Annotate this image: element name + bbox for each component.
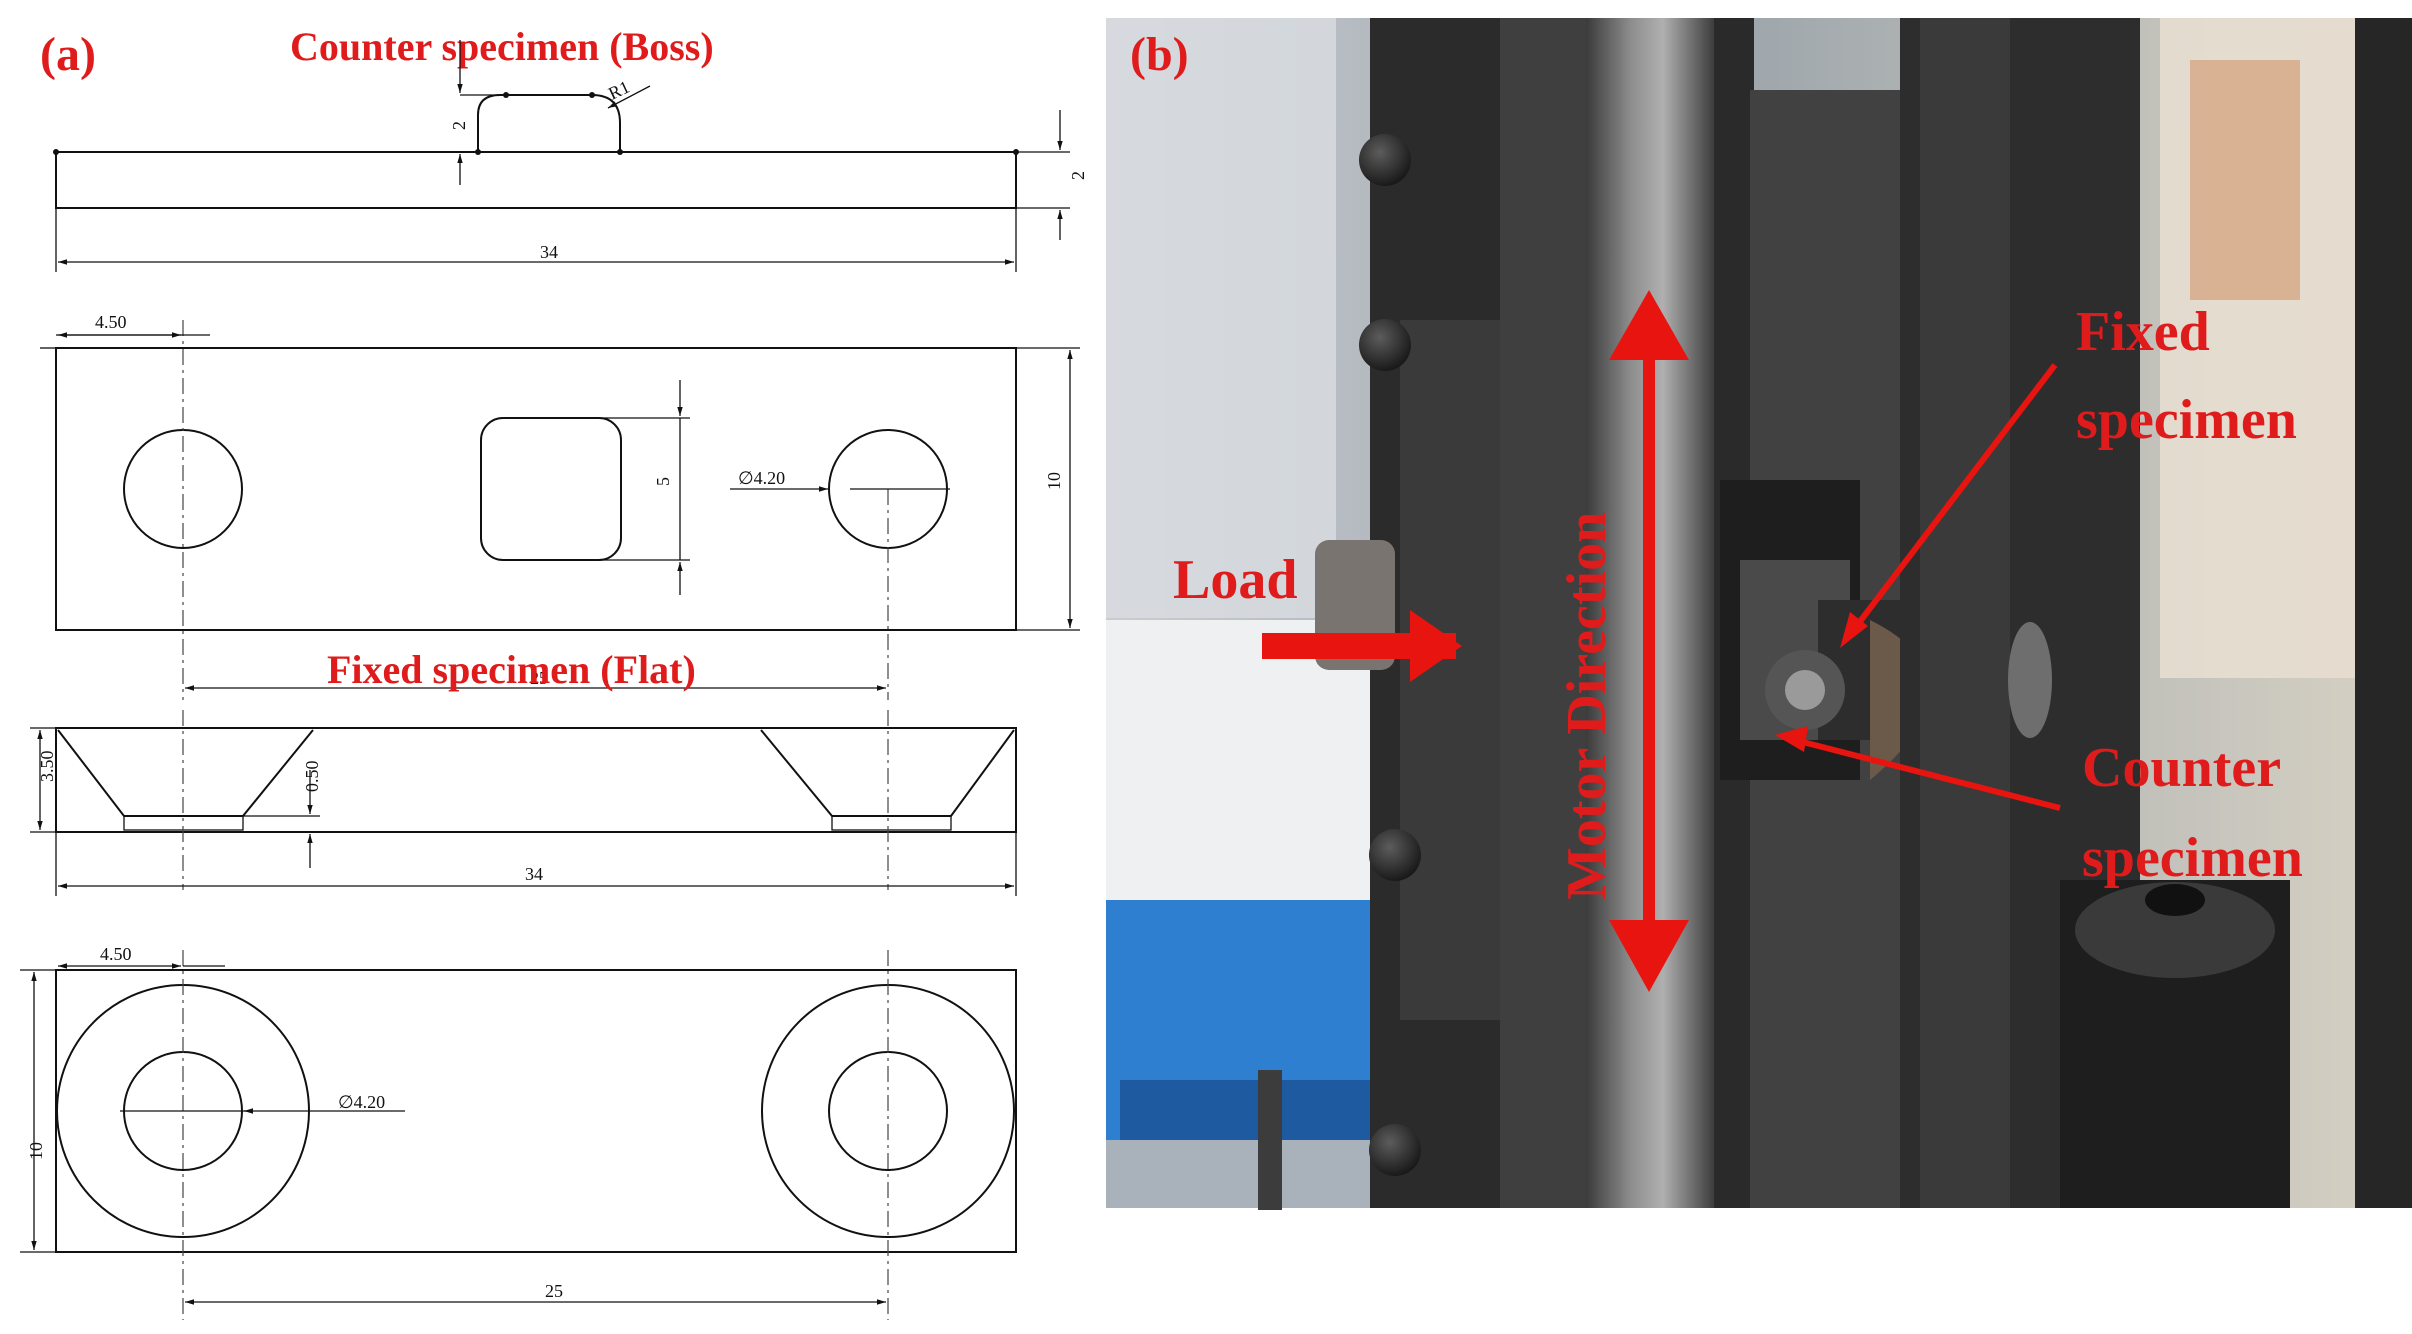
panel-a-drawing: (a) Counter specimen (Boss) 2 R1 2 34: [20, 24, 1088, 1320]
specimen-section-view: 3.50 0.50 34: [30, 710, 1017, 896]
specimen-top-view: 4.50 5 ∅4.20 10 25 Fixed specimen (Flat): [40, 312, 1080, 700]
dim-length-top: 34: [540, 242, 558, 262]
counter-pointer: [1794, 737, 2061, 811]
dim-hole-spacing-top: 25: [530, 668, 548, 688]
fixed-label-line2: specimen: [2076, 389, 2297, 451]
dim-length-side: 34: [525, 864, 543, 884]
flat-title: Fixed specimen (Flat): [327, 647, 696, 692]
fixed-pointer: [1849, 363, 2058, 634]
fixed-label-line1: Fixed: [2076, 301, 2210, 363]
dim-hole-offset-top: 4.50: [95, 312, 127, 332]
dim-plate-thickness: 3.50: [37, 751, 57, 783]
panel-a-label: (a): [40, 28, 96, 81]
panel-b-label: (b): [1130, 28, 1189, 81]
dim-hole-offset-bottom: 4.50: [100, 944, 132, 964]
counter-label-line1: Counter: [2082, 737, 2281, 799]
threaded-bolt: [1258, 1070, 1282, 1210]
bolt: [1359, 134, 1411, 186]
dim-hole-diameter-top: ∅4.20: [738, 468, 785, 488]
dim-boss-height: 2: [449, 121, 469, 130]
dim-width-top: 10: [1044, 472, 1064, 490]
dim-hole-spacing-bottom: 25: [545, 1281, 563, 1301]
dim-width-bottom: 10: [26, 1142, 46, 1160]
dim-hole-diameter-bottom: ∅4.20: [338, 1092, 385, 1112]
dim-square-size: 5: [653, 477, 673, 486]
load-label: Load: [1173, 549, 1298, 611]
dim-recess-depth: 0.50: [302, 761, 322, 793]
specimen-bottom-view: 4.50 ∅4.20 10 25: [20, 944, 1017, 1320]
counter-label-line2: specimen: [2082, 827, 2303, 889]
counter-specimen-side-view: 2 R1 2 34: [53, 40, 1088, 272]
dim-bar-thickness: 2: [1068, 171, 1088, 180]
boss-title: Counter specimen (Boss): [290, 24, 714, 69]
panel-b-photo: (b) Load Motor Direction Fixed specimen …: [1106, 18, 2412, 1210]
motor-direction-label: Motor Direction: [1556, 512, 1618, 900]
